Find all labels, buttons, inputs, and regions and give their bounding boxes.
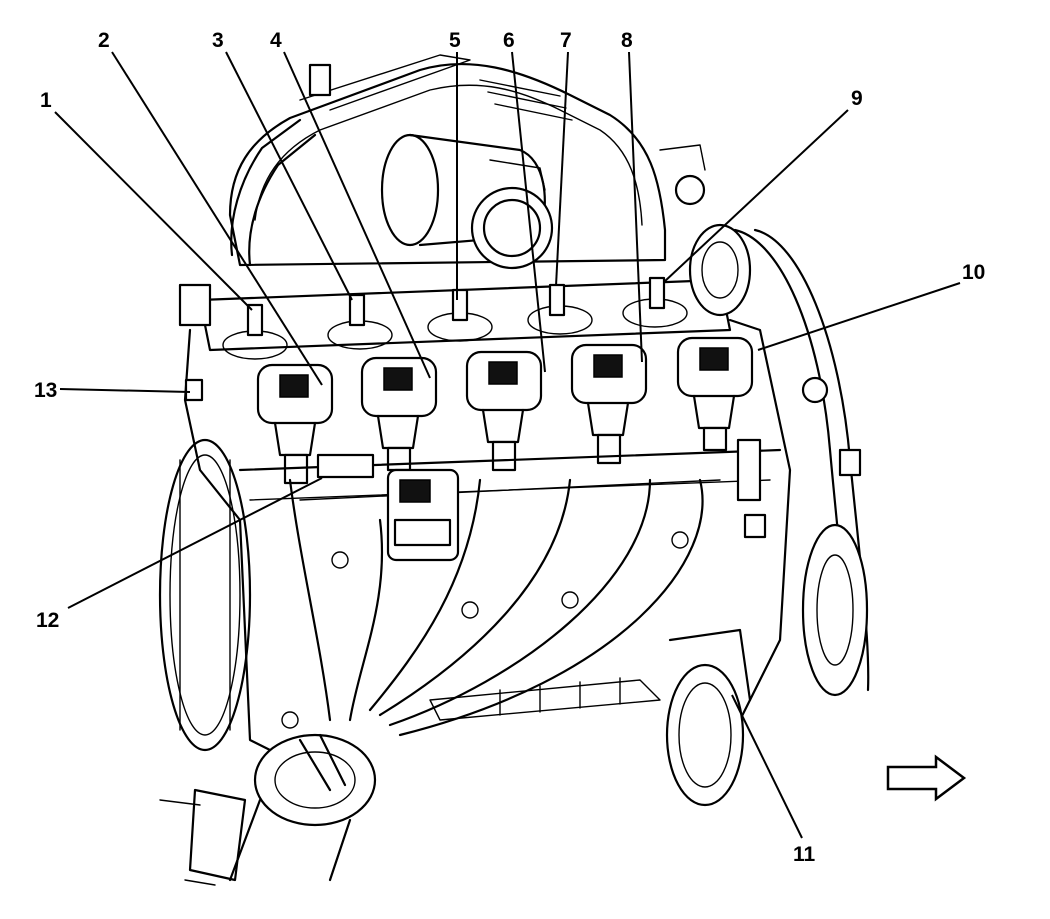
leader-4 — [283, 51, 431, 379]
callout-6: 6 — [503, 29, 515, 52]
leader-2 — [111, 51, 323, 386]
leader-6 — [511, 51, 546, 373]
callout-9: 9 — [851, 87, 863, 110]
leader-7 — [555, 51, 569, 287]
leader-1 — [54, 111, 253, 311]
callout-3: 3 — [212, 29, 224, 52]
callout-8: 8 — [621, 29, 633, 52]
leader-13 — [59, 388, 191, 393]
callout-4: 4 — [270, 29, 282, 52]
callout-5: 5 — [449, 29, 461, 52]
callout-12: 12 — [36, 609, 59, 632]
leader-8 — [628, 51, 643, 363]
callout-2: 2 — [98, 29, 110, 52]
leader-3 — [225, 51, 353, 301]
engine-illustration — [158, 54, 870, 886]
callout-1: 1 — [40, 89, 52, 112]
leader-11 — [731, 694, 803, 839]
leader-10 — [757, 282, 961, 351]
leader-12 — [67, 477, 323, 609]
callout-10: 10 — [962, 261, 985, 284]
leader-lines — [54, 51, 961, 839]
callout-13: 13 — [34, 379, 57, 402]
callout-11: 11 — [793, 843, 816, 866]
leader-9 — [663, 109, 849, 283]
callout-7: 7 — [560, 29, 572, 52]
right-arrow-icon — [886, 754, 967, 802]
callout-labels: 1 2 3 4 5 6 7 8 9 10 11 12 13 — [34, 29, 985, 866]
